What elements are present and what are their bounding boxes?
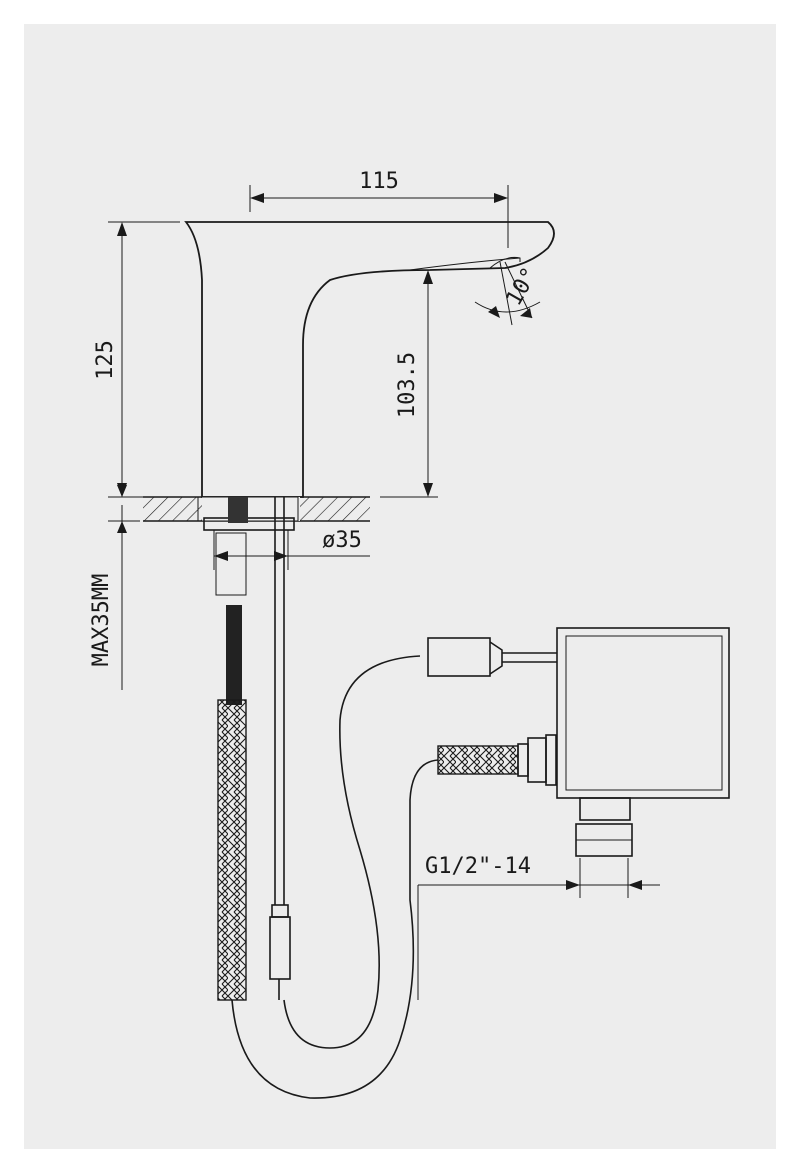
dim-base-diameter: ø35 [213,528,370,570]
inlet-hose [437,734,557,786]
dim-inlet-thread: G1/2"-14 [417,854,660,1000]
dim-total-height: 125 [93,221,200,498]
hose-loop [231,655,439,1099]
control-box [556,627,730,857]
total-height-label: 125 [93,340,118,380]
dim-spout-length: 115 [249,169,509,248]
sensor-connector [427,637,557,677]
spout-length-label: 115 [359,169,399,194]
faucet-body [184,221,555,498]
mounting-rod-and-hose [215,497,248,1001]
sensor-cable [269,497,291,1000]
dim-spout-height: 103.5 [380,269,438,498]
inlet-thread-label: G1/2"-14 [425,854,531,879]
base-diameter-label: ø35 [322,528,362,553]
dim-deck-thickness: MAX35MM [89,485,140,690]
deck-thickness-label: MAX35MM [89,574,114,667]
drawing-panel [24,24,776,1149]
spout-height-label: 103.5 [395,352,420,418]
dim-spray-angle: 10° [474,261,543,326]
counter-deck [143,496,370,531]
